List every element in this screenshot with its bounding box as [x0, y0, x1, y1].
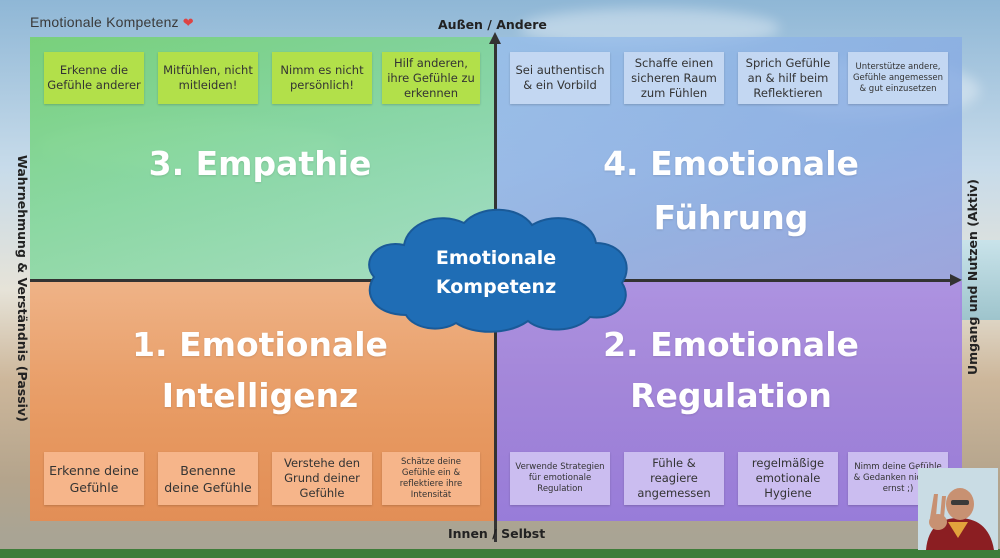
quadrant-title-line: Führung: [653, 198, 809, 237]
arrow-up-icon: [489, 32, 501, 44]
center-label-line: Emotionale: [435, 247, 557, 269]
sticky-note: Schaffe einen sicheren Raum zum Fühlen: [624, 52, 724, 104]
quadrant-title-line: Regulation: [630, 376, 832, 415]
quadrant-title-line: 4. Emotionale: [603, 144, 859, 183]
portrait-image: [918, 468, 998, 550]
quadrant-title-line: 2. Emotionale: [603, 325, 859, 364]
cloud-shape: [368, 208, 628, 333]
quadrant-title-line: Intelligenz: [161, 376, 359, 415]
center-label: Emotionale Kompetenz: [356, 244, 636, 302]
axis-label-right: Umgang und Nutzen (Aktiv): [965, 178, 980, 375]
sticky-note: Sprich Gefühle an & hilf beim Reflektier…: [738, 52, 838, 104]
sticky-note: Unterstütze andere, Gefühle angemessen &…: [848, 52, 948, 104]
sticky-note: Verstehe den Grund deiner Gefühle: [272, 452, 372, 505]
sticky-note: Sei authentisch & ein Vorbild: [510, 52, 610, 104]
page-title-text: Emotionale Kompetenz: [30, 14, 179, 30]
sea-background: [960, 240, 1000, 320]
quadrant-title: 1. Emotionale Intelligenz: [90, 323, 430, 418]
bottom-strip: [0, 549, 1000, 558]
heart-icon: ❤: [182, 15, 194, 30]
sticky-note: Erkenne deine Gefühle: [44, 452, 144, 505]
sticky-note: Benenne deine Gefühle: [158, 452, 258, 505]
arrow-right-icon: [950, 274, 962, 286]
quadrant-title: 2. Emotionale Regulation: [556, 323, 906, 418]
sticky-note: Nimm es nicht persönlich!: [272, 52, 372, 104]
axis-label-left: Wahrnehmung & Verständnis (Passiv): [15, 155, 30, 422]
sticky-note: Hilf anderen, ihre Gefühle zu erkennen: [382, 52, 480, 104]
quadrant-title-line: 1. Emotionale: [132, 325, 388, 364]
axis-label-bottom: Innen / Selbst: [448, 526, 546, 541]
sticky-note: Fühle & reagiere angemessen: [624, 452, 724, 505]
quadrant-title: 4. Emotionale Führung: [556, 142, 906, 240]
sticky-note: Schätze deine Gefühle ein & reflektiere …: [382, 452, 480, 505]
sticky-note: Verwende Strategien für emotionale Regul…: [510, 452, 610, 505]
center-label-line: Kompetenz: [435, 276, 557, 298]
sticky-note: Mitfühlen, nicht mitleiden!: [158, 52, 258, 104]
sticky-note: regelmäßige emotionale Hygiene: [738, 452, 838, 505]
quadrant-title: 3. Empathie: [148, 144, 372, 183]
page-title: Emotionale Kompetenz❤: [30, 14, 194, 31]
sticky-note: Erkenne die Gefühle anderer: [44, 52, 144, 104]
axis-label-top: Außen / Andere: [438, 17, 547, 32]
